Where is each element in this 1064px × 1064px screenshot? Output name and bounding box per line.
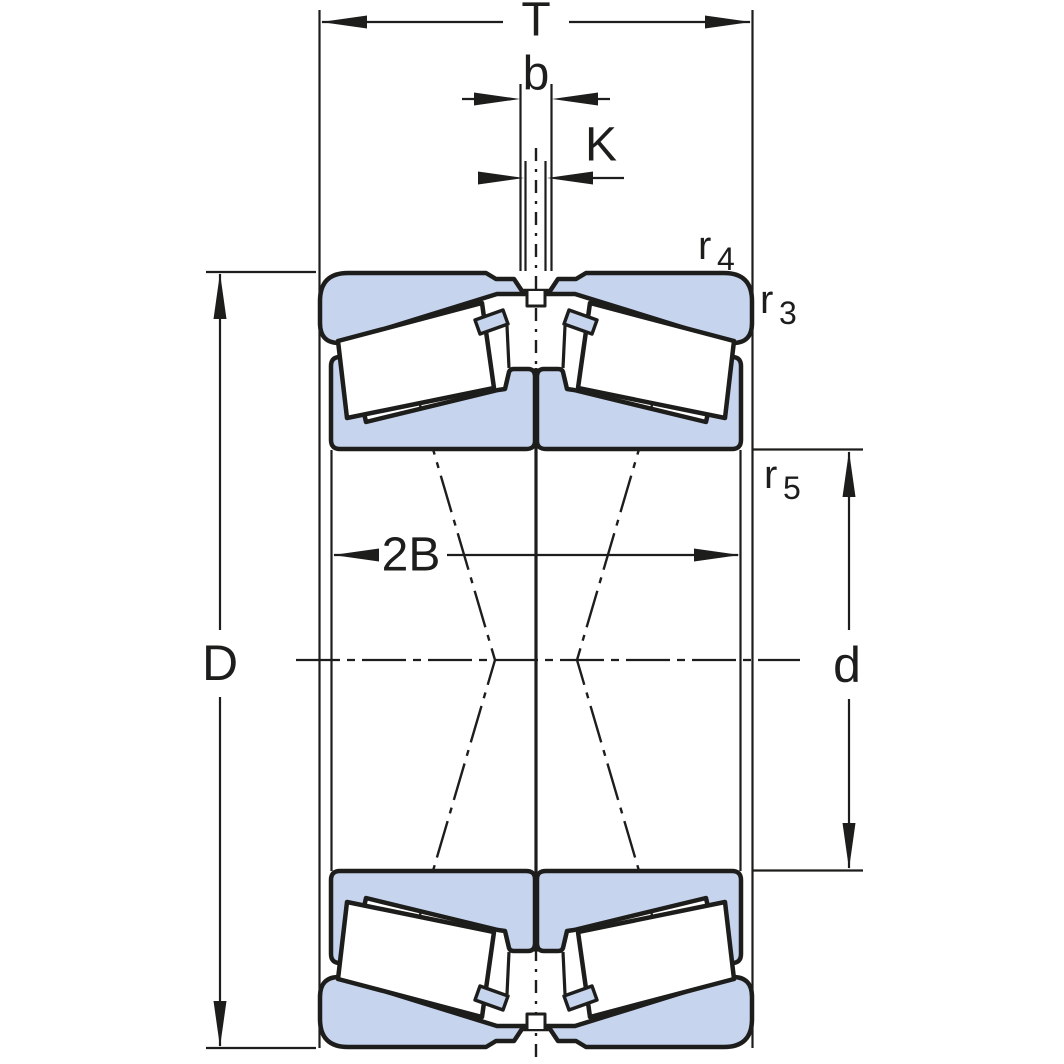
- arrow-b-right: [552, 92, 598, 106]
- label-r4-base: r: [698, 224, 711, 268]
- arrow-2B-left: [333, 548, 379, 562]
- label-r4-sub: 4: [717, 241, 735, 277]
- label-T: T: [521, 0, 550, 47]
- cage-bar-top-right: [562, 308, 599, 336]
- label-2B: 2B: [382, 529, 441, 582]
- label-d: d: [833, 637, 861, 693]
- arrow-T-left: [321, 15, 367, 29]
- cage-edge-top-left: [505, 325, 511, 369]
- label-r3-base: r: [760, 278, 773, 322]
- roller-top-left: [335, 300, 497, 421]
- cage-edge-bottom-left: [505, 951, 511, 995]
- label-r5-base: r: [764, 453, 777, 497]
- roller-bottom-right: [575, 899, 737, 1020]
- arrow-d-top: [842, 451, 856, 497]
- dimension-d: d: [753, 448, 863, 872]
- lubrication-hole-bottom: [525, 1012, 547, 1029]
- outer-ring-bottom: [317, 974, 755, 1050]
- cage-bar-top-left: [473, 308, 510, 336]
- label-b: b: [523, 48, 550, 101]
- cage-edge-top-right: [561, 325, 567, 369]
- label-r5-sub: 5: [783, 470, 801, 506]
- arrow-D-top: [213, 273, 227, 319]
- cage-edge-bottom-right: [561, 951, 567, 995]
- roller-bottom-left: [335, 899, 497, 1020]
- label-D: D: [202, 635, 238, 691]
- arrow-b-left: [474, 92, 520, 106]
- roller-top-right: [575, 300, 737, 421]
- arrow-K-right: [547, 171, 593, 185]
- arrow-2B-right: [694, 548, 740, 562]
- lubrication-hole-top: [525, 291, 547, 308]
- cage-bar-bottom-left: [473, 984, 510, 1012]
- cage-bar-bottom-right: [562, 984, 599, 1012]
- arrow-T-right: [705, 15, 751, 29]
- dimension-2B: 2B: [333, 529, 740, 582]
- outer-ring-top: [317, 270, 755, 346]
- label-K: K: [585, 119, 617, 172]
- arrow-K-left: [478, 171, 524, 185]
- dimension-D: D: [202, 270, 316, 1050]
- dimension-b: b: [462, 48, 610, 106]
- arrow-d-bottom: [842, 823, 856, 869]
- dimension-K: K: [478, 119, 624, 185]
- dimension-T: T: [321, 0, 751, 47]
- label-r3-sub: 3: [779, 295, 797, 331]
- arrow-D-bottom: [213, 1001, 227, 1047]
